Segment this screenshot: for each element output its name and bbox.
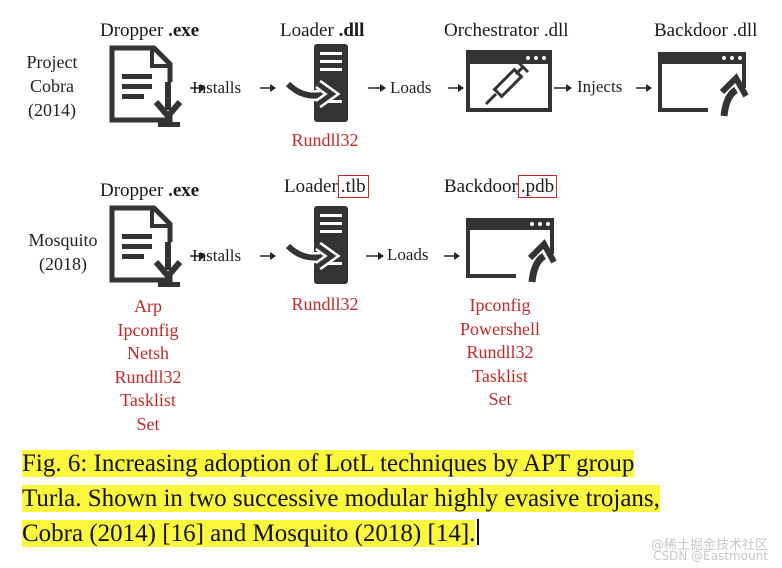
mosquito-flow-loads: Loads bbox=[387, 245, 429, 265]
mosquito-loader-tool-text: Rundll32 bbox=[291, 294, 359, 314]
cobra-loader-ext: .dll bbox=[338, 20, 365, 41]
mosquito-backdoor-name: Backdoor bbox=[444, 176, 518, 197]
cobra-loader-tool-text: Rundll32 bbox=[291, 130, 359, 150]
cobra-loader-tool: Rundll32 bbox=[282, 130, 368, 151]
cobra-dropper-name: Dropper bbox=[100, 20, 164, 41]
cobra-flow-installs-label: Installs bbox=[192, 78, 242, 97]
cobra-orchestrator-name: Orchestrator bbox=[444, 20, 539, 41]
server-loader-icon bbox=[284, 206, 348, 284]
row-label-mosquito: Mosquito (2018) bbox=[16, 228, 110, 276]
mosquito-dropper-title: Dropper .exe bbox=[100, 180, 199, 202]
document-download-icon bbox=[109, 45, 183, 127]
cobra-flow-loads: Loads bbox=[390, 78, 432, 98]
cobra-loader-name: Loader bbox=[280, 20, 334, 41]
mosquito-dropper-name: Dropper bbox=[100, 180, 164, 201]
watermark-csdn-text: CSDN @Eastmount bbox=[653, 549, 768, 563]
backdoor-window-icon bbox=[466, 218, 557, 283]
mosquito-dropper-tools: Arp Ipconfig Netsh Rundll32 Tasklist Set bbox=[98, 295, 198, 436]
tool-item: Netsh bbox=[127, 343, 169, 363]
cobra-flow-loads-label: Loads bbox=[390, 78, 432, 97]
syringe-window-icon bbox=[466, 50, 552, 112]
row-label-cobra-text: Project Cobra (2014) bbox=[26, 52, 78, 120]
tool-item: Tasklist bbox=[472, 365, 528, 386]
cobra-dropper-title: Dropper .exe bbox=[100, 20, 199, 42]
mosquito-flow-installs-label: Installs bbox=[192, 246, 242, 265]
tool-item: Tasklist bbox=[120, 390, 176, 410]
cobra-flow-injects-label: Injects bbox=[577, 77, 623, 96]
cobra-orchestrator-ext: .dll bbox=[543, 20, 569, 41]
figure-caption: Fig. 6: Increasing adoption of LotL tech… bbox=[22, 446, 770, 551]
tool-item: Ipconfig bbox=[469, 295, 531, 315]
cobra-arrow-installs bbox=[190, 84, 276, 92]
tool-item: Powershell bbox=[460, 318, 540, 339]
tool-item: Set bbox=[136, 413, 160, 434]
mosquito-backdoor-tools: Ipconfig Powershell Rundll32 Tasklist Se… bbox=[448, 294, 552, 412]
cobra-flow-injects: Injects bbox=[577, 77, 622, 97]
text-cursor bbox=[477, 519, 480, 545]
cobra-backdoor-title: Backdoor .dll bbox=[654, 20, 757, 42]
cobra-arrow-loads bbox=[368, 84, 464, 92]
caption-line-1: Fig. 6: Increasing adoption of LotL tech… bbox=[22, 450, 635, 477]
cobra-backdoor-ext: .dll bbox=[732, 20, 758, 41]
mosquito-loader-ext: .tlb bbox=[337, 175, 369, 198]
mosquito-arrow-loads bbox=[366, 252, 460, 260]
watermark-juejin: @稀土掘金技术社区 bbox=[651, 534, 768, 553]
mosquito-flow-loads-label: Loads bbox=[387, 245, 429, 264]
cobra-loader-title: Loader .dll bbox=[280, 20, 364, 42]
document-download-icon bbox=[109, 205, 183, 287]
tool-item: Rundll32 bbox=[114, 366, 182, 387]
row-label-mosquito-text: Mosquito (2018) bbox=[28, 230, 98, 274]
mosquito-flow-installs: Installs bbox=[192, 246, 241, 266]
tool-item: Set bbox=[488, 389, 512, 409]
cobra-orchestrator-title: Orchestrator .dll bbox=[444, 20, 569, 42]
row-label-cobra: Project Cobra (2014) bbox=[16, 50, 88, 122]
mosquito-dropper-ext: .exe bbox=[168, 180, 200, 201]
mosquito-loader-title: Loader.tlb bbox=[284, 175, 369, 198]
mosquito-backdoor-ext: .pdb bbox=[517, 175, 558, 198]
cobra-arrow-injects bbox=[554, 84, 652, 92]
tool-item: Ipconfig bbox=[117, 319, 179, 340]
tool-item: Arp bbox=[134, 296, 162, 316]
caption-line-2: Turla. Shown in two successive modular h… bbox=[22, 485, 660, 512]
mosquito-backdoor-title: Backdoor.pdb bbox=[444, 175, 558, 198]
watermark-csdn: CSDN @Eastmount bbox=[653, 549, 768, 563]
mosquito-arrow-installs bbox=[190, 252, 276, 260]
cobra-dropper-ext: .exe bbox=[168, 20, 200, 41]
backdoor-window-icon bbox=[658, 52, 749, 117]
tool-item: Rundll32 bbox=[466, 342, 534, 362]
server-loader-icon bbox=[284, 44, 348, 122]
cobra-backdoor-name: Backdoor bbox=[654, 20, 728, 41]
mosquito-loader-tool: Rundll32 bbox=[282, 294, 368, 315]
watermark-juejin-text: @稀土掘金技术社区 bbox=[650, 538, 768, 553]
mosquito-loader-name: Loader bbox=[284, 176, 338, 197]
caption-line-3: Cobra (2014) [16] and Mosquito (2018) [1… bbox=[22, 520, 476, 547]
cobra-flow-installs: Installs bbox=[192, 78, 241, 98]
